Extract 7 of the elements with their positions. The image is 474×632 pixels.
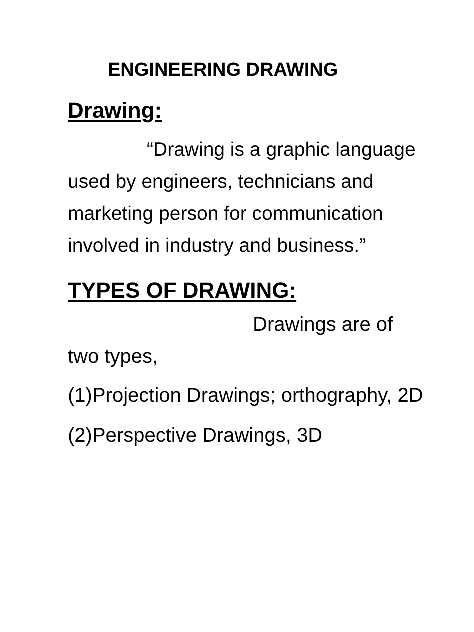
definition-paragraph: “Drawing is a graphic language used by engineers, technicians and marketing person for communication involved in industry and business.” bbox=[68, 138, 417, 259]
page-title: ENGINEERING DRAWING bbox=[108, 60, 338, 82]
list-item: (1)Projection Drawings; orthography, 2D bbox=[68, 384, 424, 409]
list-item: (2)Perspective Drawings, 3D bbox=[68, 424, 323, 449]
section-heading: Drawing: bbox=[68, 97, 162, 125]
section-heading: TYPES OF DRAWING: bbox=[68, 277, 297, 305]
body-text: Drawings are of two types, bbox=[68, 313, 394, 370]
